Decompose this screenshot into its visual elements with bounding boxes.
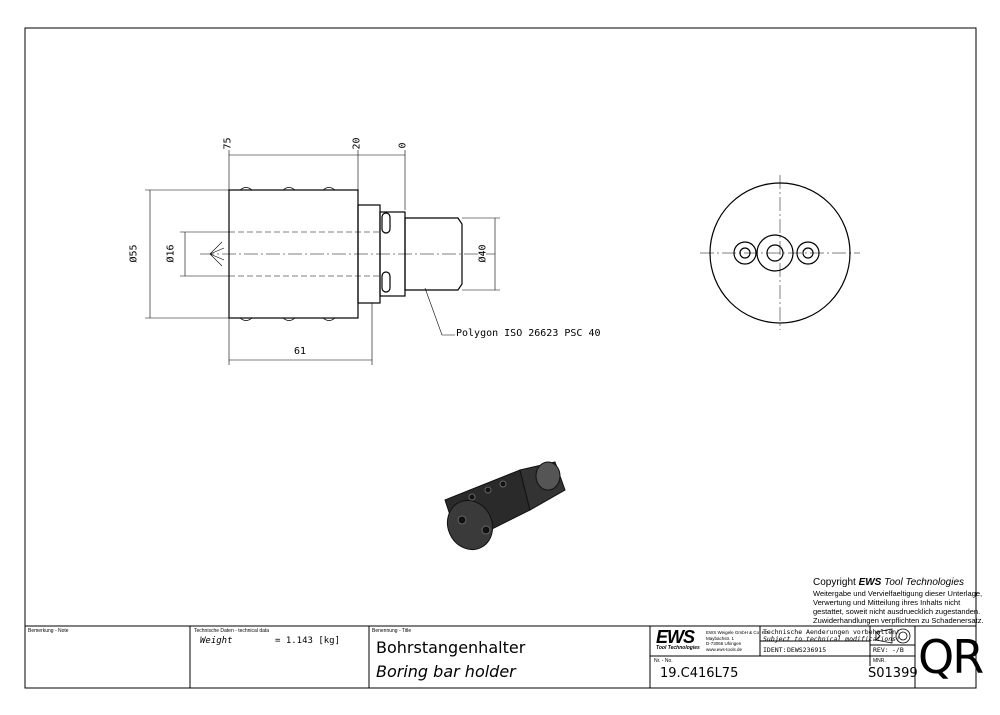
note-label: Bemerkung - Note: [28, 628, 69, 634]
side-view: [200, 187, 495, 321]
dim-dia55: Ø55: [128, 244, 140, 263]
copyright-line: Weitergabe und Vervielfaeltigung dieser …: [813, 589, 983, 598]
logo-text: EWS: [656, 627, 695, 647]
tech-data-label: Technische Daten - technical data: [194, 628, 270, 634]
polygon-callout: Polygon ISO 26623 PSC 40: [456, 328, 601, 339]
changes-notice-de: Technische Aenderungen vorbehalten!: [763, 628, 900, 636]
article-number: 19.C416L75: [660, 666, 739, 681]
dim-61: 61: [294, 346, 307, 357]
copyright-line: Zuwiderhandlungen verpflichten zu Schade…: [813, 616, 984, 625]
copyright-brand: EWS: [858, 577, 882, 588]
ident-label: IDENT:: [763, 646, 787, 654]
weight-label: Weight: [200, 636, 233, 646]
dimension-lines: [145, 150, 500, 365]
copyright-suffix: Tool Technologies: [881, 577, 965, 588]
address-line: www.ews-tools.de: [706, 646, 743, 652]
dim-dia40: Ø40: [477, 244, 489, 263]
title-english: Boring bar holder: [376, 662, 516, 681]
title-label: Benennung - Title: [372, 628, 412, 634]
address-line: D-73066 Uhingen: [706, 641, 742, 646]
end-view: [700, 175, 860, 330]
address-line: EWS Weigele GmbH & Co. KG: [706, 630, 769, 635]
company-address: EWS Weigele GmbH & Co. KG Maybachstr. 1 …: [706, 630, 768, 652]
copyright-prefix: Copyright: [813, 577, 859, 588]
mnr-value: S01399: [868, 666, 918, 681]
dim-dia16: Ø16: [165, 244, 177, 263]
mnr-label: MNR.: [873, 658, 886, 664]
changes-notice-en: Subject to technical modifications!: [763, 635, 900, 643]
ident-value: DEWS236915: [787, 646, 827, 654]
dim-75: 75: [222, 137, 234, 150]
sheet-border: [24, 27, 977, 689]
copyright-line: Verwertung und Mitteilung ihres Inhalts …: [813, 598, 961, 607]
copyright-line: gestattet, soweit nicht ausdruecklich zu…: [813, 607, 981, 616]
title-german: Bohrstangenhalter: [376, 638, 526, 657]
title-block-grid: [25, 625, 976, 688]
logo-subtext: Tool Technologies: [656, 645, 700, 651]
qr-code-label[interactable]: QR: [918, 630, 984, 684]
copyright-notice: Copyright EWS Tool Technologies Weiterga…: [813, 577, 984, 625]
number-label: Nr. - No.: [654, 658, 673, 664]
rev-label: REV:: [873, 646, 889, 654]
address-line: Maybachstr. 1: [706, 635, 735, 641]
rev-value: -/B: [892, 646, 904, 654]
dim-0: 0: [397, 142, 409, 149]
ews-logo: EWS Tool Technologies: [656, 627, 700, 651]
weight-value: = 1.143 [kg]: [275, 636, 341, 646]
isometric-render: [444, 461, 566, 550]
dim-20: 20: [351, 137, 363, 150]
